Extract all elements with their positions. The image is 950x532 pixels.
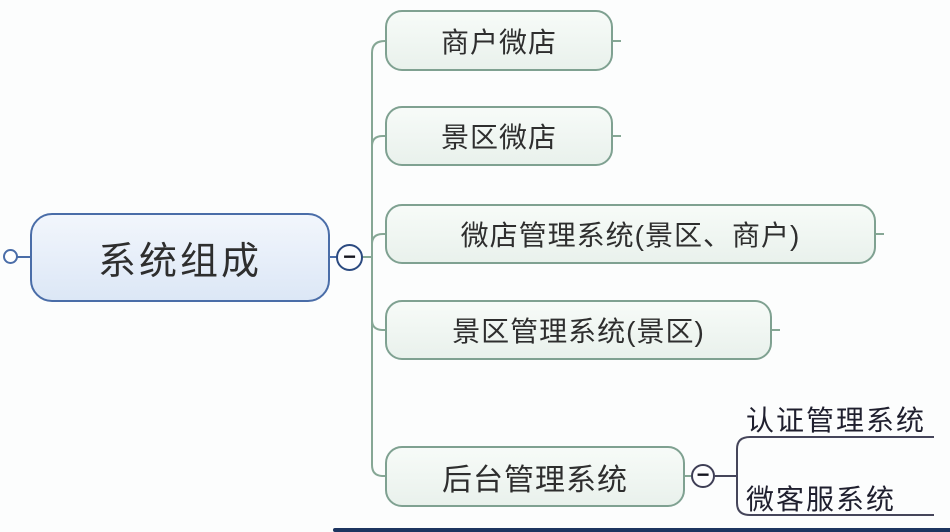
node-root-label: 系统组成: [97, 241, 262, 283]
branch-trunk: [371, 40, 386, 477]
branch-child-3: [371, 233, 385, 245]
root-connection-port[interactable]: [3, 249, 18, 264]
node-scenic-microstore[interactable]: 景区微店: [385, 106, 613, 166]
node-merchant-microstore[interactable]: 商户微店: [385, 10, 613, 71]
node-root[interactable]: 系统组成: [30, 213, 330, 302]
backend-collapse-button[interactable]: −: [691, 464, 715, 488]
node-label: 后台管理系统: [442, 463, 628, 497]
node-label: 认证管理系统: [746, 405, 927, 436]
minus-icon: −: [696, 462, 710, 487]
node-microstore-management[interactable]: 微店管理系统(景区、商户): [385, 204, 876, 264]
clipped-node-edge: [333, 528, 950, 532]
node-label: 微客服系统: [746, 484, 897, 515]
root-collapse-button[interactable]: −: [336, 244, 363, 271]
branch-child-4: [371, 319, 385, 331]
node-label: 商户微店: [440, 26, 557, 58]
node-micro-customer-service[interactable]: 微客服系统: [746, 478, 896, 518]
branch-child-2: [371, 135, 385, 147]
node-auth-management[interactable]: 认证管理系统: [746, 399, 926, 439]
node-label: 景区微店: [440, 122, 557, 153]
node-label: 微店管理系统(景区、商户): [460, 220, 801, 251]
node-backend-management[interactable]: 后台管理系统: [385, 446, 685, 507]
node-label: 景区管理系统(景区): [452, 316, 705, 347]
node-scenic-management[interactable]: 景区管理系统(景区): [385, 300, 772, 360]
minus-icon: −: [343, 243, 356, 269]
